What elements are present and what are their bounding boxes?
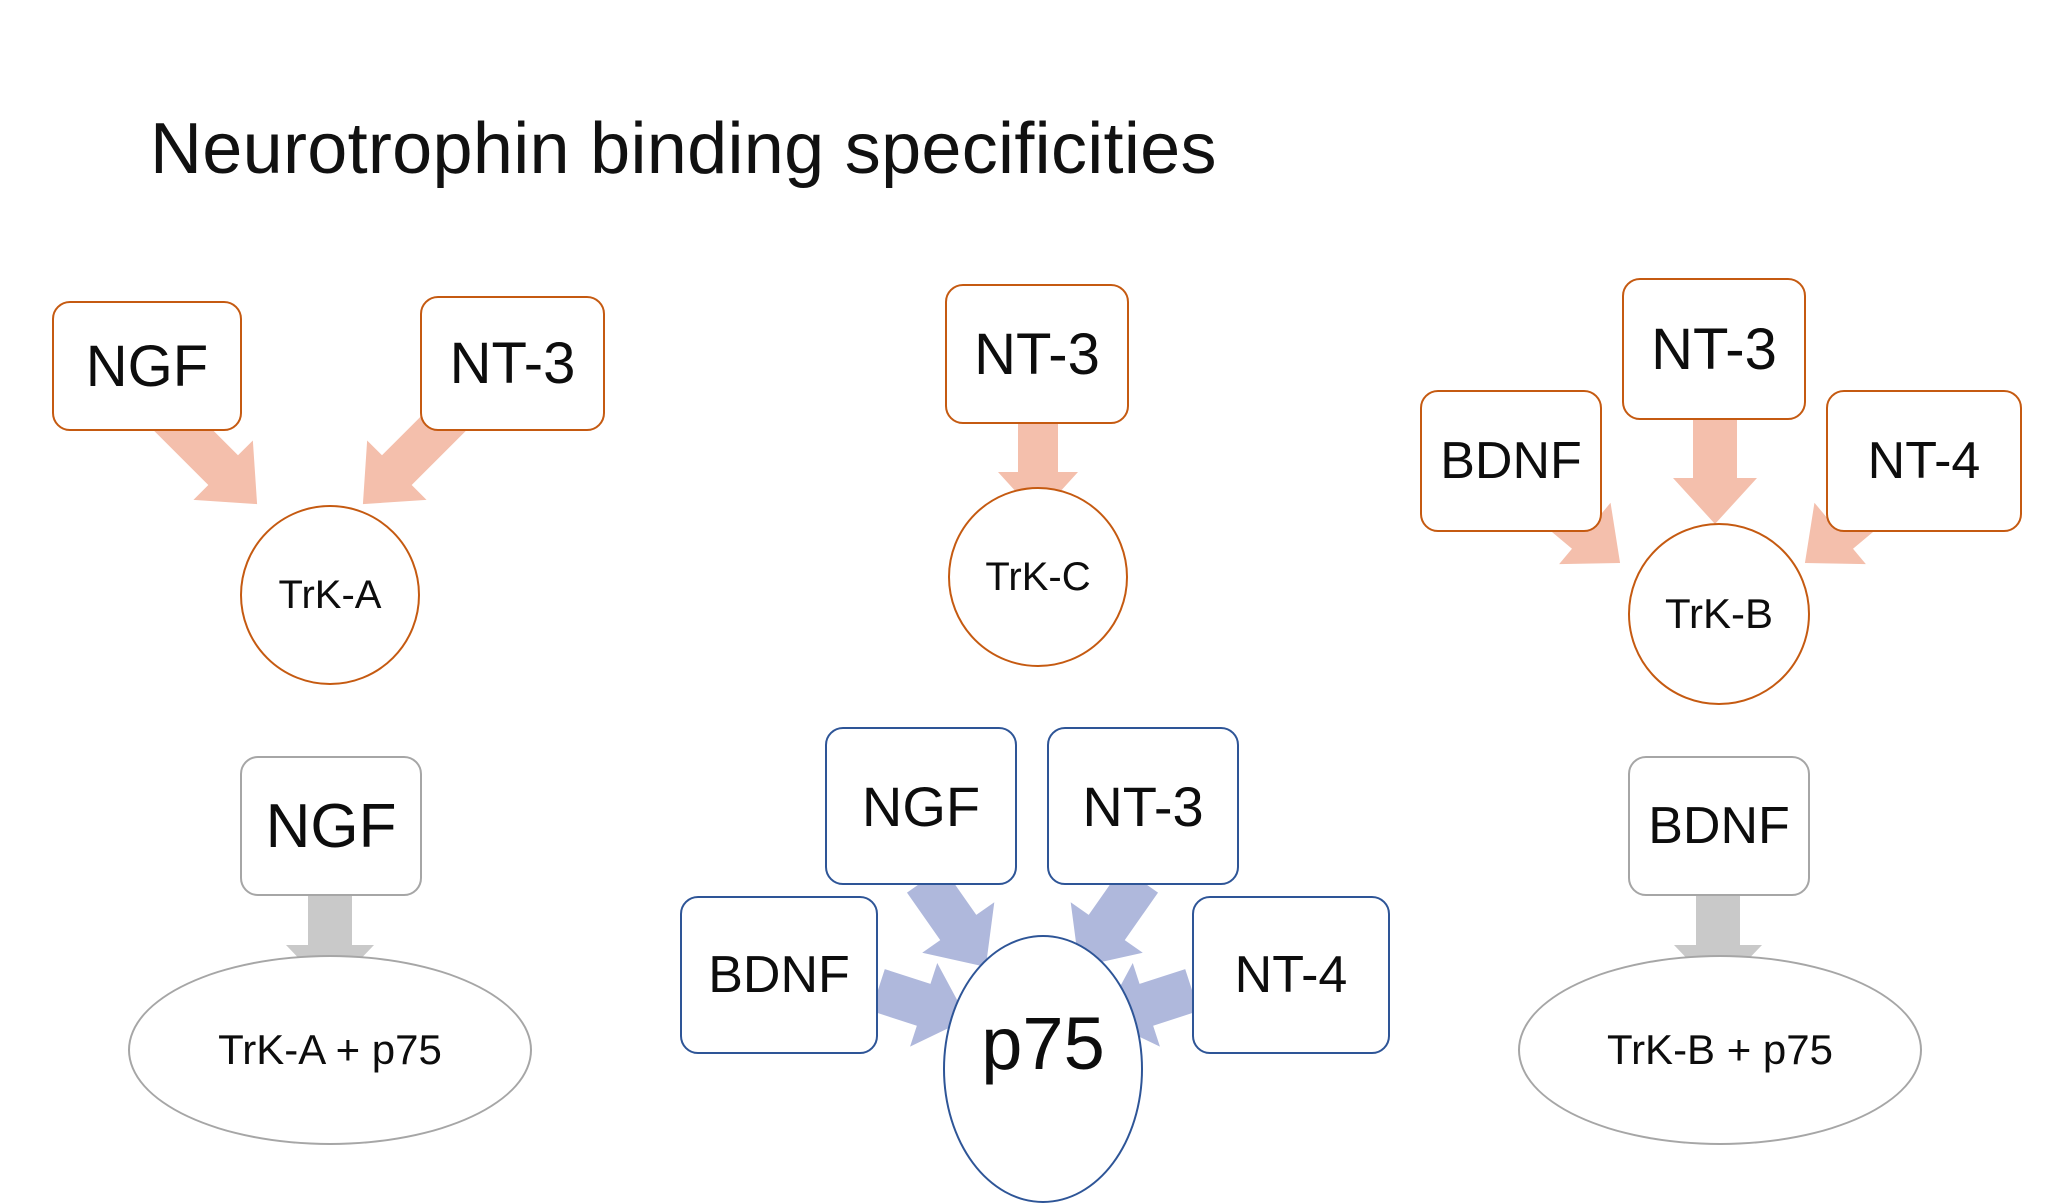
page-title: Neurotrophin binding specificities [150,109,1217,189]
receptor-circle-trka[interactable]: TrK-A [240,505,420,685]
ligand-label: NT-3 [449,331,576,396]
slide-canvas: Neurotrophin binding specificities [52,109,2022,1203]
ligand-box-ngf-p75[interactable]: NGF [825,727,1017,885]
arrow-nt3-to-p75 [1070,867,1159,967]
receptor-ellipse-trkb-p75[interactable]: TrK-B + p75 [1518,955,1922,1145]
ligand-box-bdnf-trkb-p75[interactable]: BDNF [1628,756,1810,896]
ligand-box-nt4-p75[interactable]: NT-4 [1192,896,1390,1054]
ligand-box-bdnf-p75[interactable]: BDNF [680,896,878,1054]
ligand-label: NT-3 [1651,316,1777,382]
receptor-label: TrK-B [1664,590,1774,637]
receptor-label: TrK-B + p75 [1606,1026,1834,1073]
ligand-label: BDNF [708,946,850,1004]
ligand-box-nt3-p75[interactable]: NT-3 [1047,727,1239,885]
arrow-nt3-to-trkb [1673,420,1757,524]
ligand-box-ngf-trka-p75[interactable]: NGF [240,756,422,896]
receptor-label: TrK-A [278,572,382,617]
receptor-label: TrK-A + p75 [218,1026,442,1073]
arrow-bdnf-to-p75 [871,962,968,1047]
ligand-box-bdnf-trkb[interactable]: BDNF [1420,390,1602,532]
ligand-label: NGF [265,791,397,861]
arrow-ngf-to-p75 [906,867,995,967]
receptor-circle-trkc[interactable]: TrK-C [948,487,1128,667]
ligand-box-nt4-trkb[interactable]: NT-4 [1826,390,2022,532]
ligand-box-nt3-trkb[interactable]: NT-3 [1622,278,1806,420]
receptor-ellipse-p75[interactable]: p75 [943,935,1143,1203]
ligand-label: NGF [861,774,981,838]
receptor-ellipse-trka-p75[interactable]: TrK-A + p75 [128,955,532,1145]
receptor-label: p75 [981,1001,1105,1085]
ligand-box-ngf-trka[interactable]: NGF [52,301,242,431]
ligand-label: BDNF [1648,797,1790,855]
ligand-label: NT-3 [974,321,1100,387]
receptor-circle-trkb[interactable]: TrK-B [1628,523,1810,705]
ligand-box-nt3-trkc[interactable]: NT-3 [945,284,1129,424]
ligand-label: NT-4 [1867,432,1981,490]
ligand-label: NT-4 [1234,946,1348,1004]
receptor-label: TrK-C [985,554,1091,599]
ligand-label: BDNF [1440,432,1582,490]
ligand-label: NGF [85,333,209,399]
ligand-box-nt3-trka[interactable]: NT-3 [420,296,605,431]
ligand-label: NT-3 [1082,774,1204,838]
